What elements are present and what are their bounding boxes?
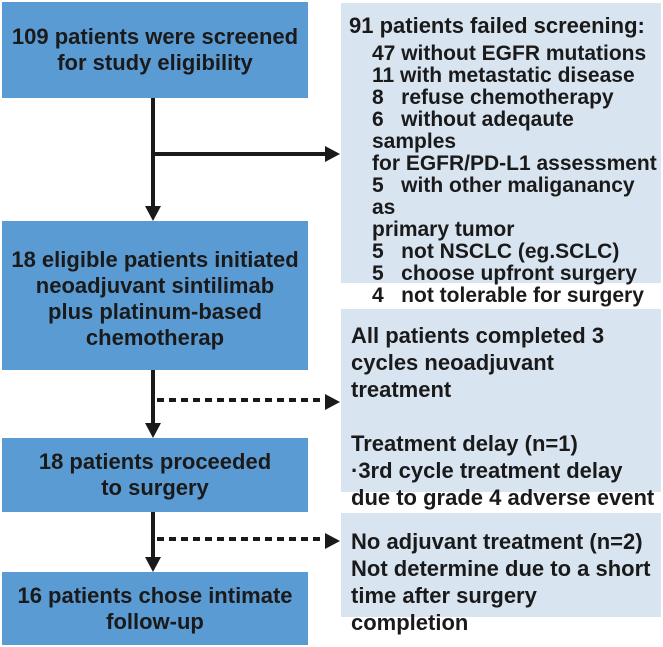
arrowhead-down-icon	[145, 557, 161, 572]
solid-arrow-surgery-to-follow-up	[151, 512, 155, 558]
arrowhead-right-icon	[325, 533, 340, 549]
box-eligible: 18 eligible patients initiated neoadjuva…	[2, 221, 308, 370]
arrowhead-down-icon	[145, 206, 161, 221]
note-failed-screening-list: 47 without EGFR mutations 11 with metast…	[372, 42, 657, 307]
note-neoadjuvant: All patients completed 3 cycles neoadjuv…	[341, 309, 661, 510]
dashed-arrow-to-adjuvant-note	[157, 537, 325, 541]
solid-arrow-to-failed-screening	[153, 152, 326, 156]
note-failed-screening: 91 patients failed screening: 47 without…	[341, 3, 661, 307]
dashed-arrow-to-neoadjuvant-note	[157, 398, 325, 402]
arrowhead-right-icon	[325, 146, 340, 162]
box-follow-up-text: 16 patients chose intimate follow-up	[17, 582, 293, 634]
note-failed-screening-title: 91 patients failed screening:	[349, 13, 645, 38]
box-screened: 109 patients were screened for study eli…	[2, 2, 308, 98]
note-adjuvant: No adjuvant treatment (n=2) Not determin…	[341, 513, 661, 635]
arrowhead-right-icon	[325, 394, 340, 410]
box-screened-text: 109 patients were screened for study eli…	[11, 24, 299, 75]
solid-arrow-eligible-to-surgery	[151, 370, 155, 424]
box-follow-up: 16 patients chose intimate follow-up	[2, 572, 308, 645]
box-surgery: 18 patients proceeded to surgery	[2, 438, 308, 512]
box-surgery-text: 18 patients proceeded to surgery	[38, 449, 272, 500]
box-eligible-text: 18 eligible patients initiated neoadjuva…	[11, 246, 299, 350]
arrowhead-down-icon	[145, 423, 161, 438]
